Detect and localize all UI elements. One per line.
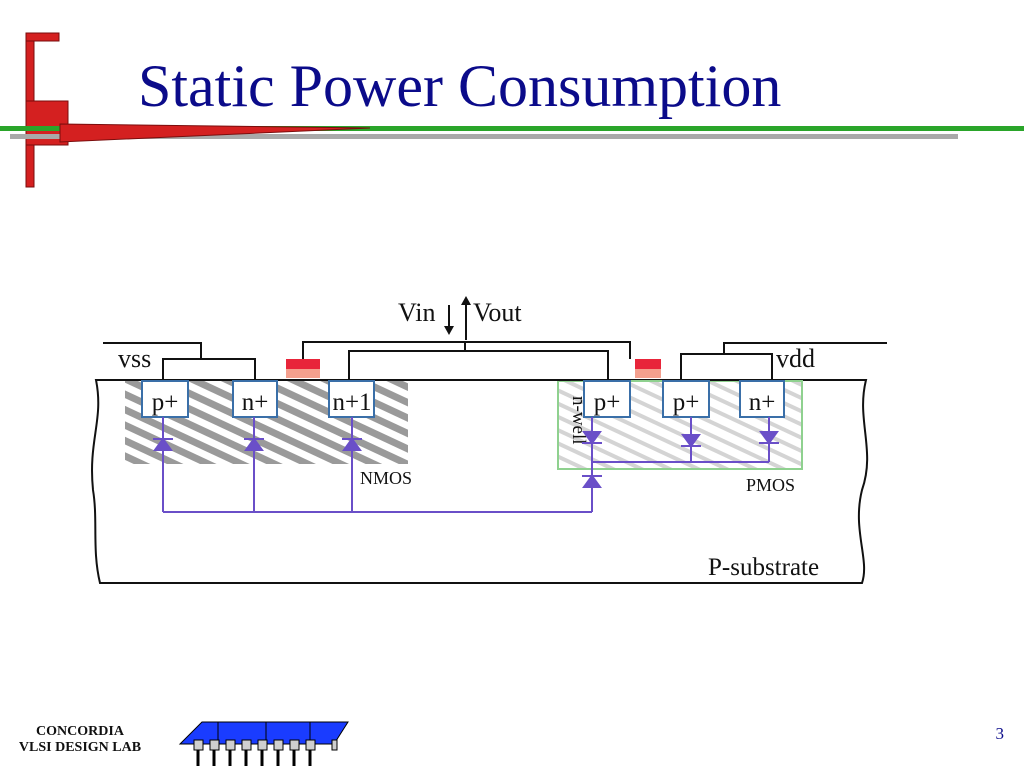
substrate-label: P-substrate [708, 554, 819, 581]
pmos-diffusion-p-source [662, 380, 710, 418]
nmos-label: NMOS [360, 468, 412, 488]
vout-wire [302, 341, 631, 359]
pmos-diffusion-label: n+ [749, 389, 776, 416]
pmos-diffusion-p-drain [583, 380, 631, 418]
footer-logo-text: CONCORDIA VLSI DESIGN LAB [0, 724, 160, 756]
vdd-wire [723, 342, 887, 354]
output-contact [348, 350, 609, 381]
nmos-diffusion-n-source [232, 380, 278, 418]
nmos-diffusion-n-drain [328, 380, 375, 418]
page-number: 3 [995, 724, 1005, 743]
pmos-gate [635, 359, 661, 369]
logo-line-2: VLSI DESIGN LAB [18, 740, 142, 755]
pmos-diffusion-label: p+ [594, 389, 621, 416]
slide-title: Static Power Consumption [138, 53, 782, 119]
nmos-gate [286, 359, 320, 369]
diode-symbols [153, 431, 779, 488]
chip-logo-icon [178, 721, 349, 766]
title-decoration [0, 32, 1024, 188]
cmos-cross-section-diagram: Vin Vout vss vdd p+ n+ n+1 p+ p+ n+ n-we… [91, 296, 887, 584]
pmos-label: PMOS [746, 475, 795, 495]
vout-arrow [461, 296, 471, 305]
nwell-label: n-well [568, 396, 589, 445]
vdd-contact [680, 353, 773, 381]
pmos-diffusion-label: p+ [673, 389, 700, 416]
nmos-diffusion-label: n+ [242, 389, 269, 416]
vout-label: Vout [473, 298, 522, 327]
nmos-diffusion-p [141, 380, 189, 418]
vss-wire [103, 342, 202, 359]
nmos-diffusion-label: n+1 [332, 389, 371, 416]
vdd-label: vdd [776, 344, 815, 373]
vss-contact [162, 358, 256, 381]
pmos-diffusion-n-body [739, 380, 785, 418]
vin-arrow [444, 326, 454, 335]
nmos-diffusion-label: p+ [152, 389, 179, 416]
vin-label: Vin [398, 298, 435, 327]
vss-label: vss [118, 344, 151, 373]
logo-line-1: CONCORDIA [36, 724, 124, 739]
